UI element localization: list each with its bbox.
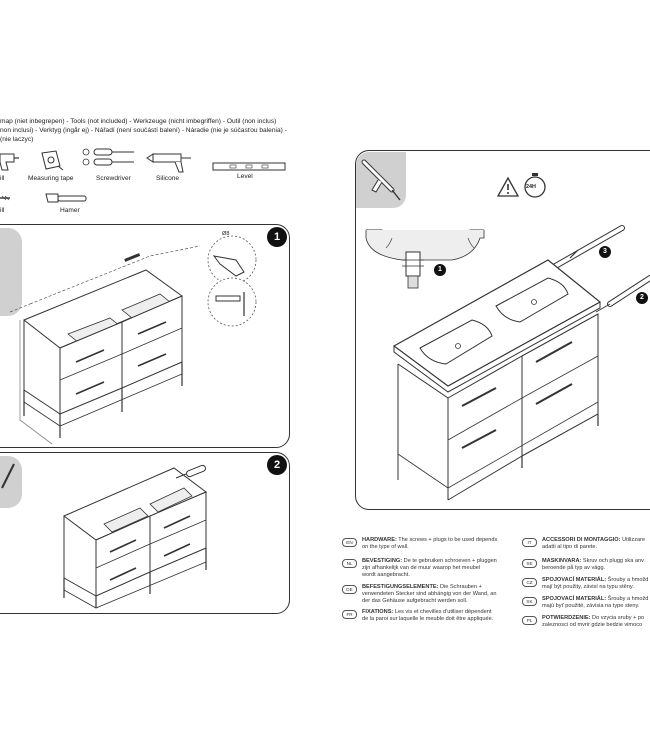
measuring-tape-icon (41, 150, 64, 171)
lang-it-title: ACCESSORI DI MONTAGGIO: (542, 537, 621, 543)
lang-code-se: SE (522, 559, 537, 568)
hammer-icon (45, 193, 87, 203)
lang-de-line2: verwendeten Stecker sind abhängig von de… (362, 591, 497, 597)
step1-cabinet-drawing (9, 235, 257, 445)
silicone-gun-tab-icon (361, 159, 401, 201)
lang-sk-line1: Šrouby a hmožd (606, 596, 649, 602)
lang-nl-line3: wordt aangebracht. (362, 572, 410, 578)
timer-label: 24H (526, 184, 536, 190)
lang-se-line2: beroende på typ av vägg. (542, 565, 606, 571)
level-icon (212, 162, 286, 171)
lang-pl-line2: zaleznosci od mvrir gdzie bedzie vimoco (542, 622, 643, 628)
lang-nl-line2: zijn afhankelijk van de muur waarop het … (362, 565, 481, 571)
step1-number: 1 (267, 227, 287, 247)
lang-code-en: EN (342, 538, 357, 547)
lang-code-cz: CZ (522, 578, 537, 587)
lang-en-title: HARDWARE: (362, 537, 397, 543)
screwdriver-icon (82, 148, 134, 166)
drill-size-label: Ø8 (222, 231, 230, 237)
lang-pl-title: POTWIERDZENIE: (542, 615, 591, 621)
callout-1: 1 (434, 264, 446, 276)
lang-code-fr: FR (342, 610, 357, 619)
lang-cz-title: SPOJOVACÍ MATERIÁL: (542, 577, 607, 583)
lang-code-nl: NL (342, 559, 357, 568)
hammer-label: Hamer (60, 207, 80, 214)
lang-code-it: IT (522, 538, 537, 547)
lang-de-line1: Die Schrauben + (438, 584, 482, 590)
lang-nl-line1: De te gebruiken schroeven + pluggen (402, 558, 497, 564)
lang-de-title: BEFESTIGUNGSELEMENTE: (362, 584, 439, 590)
lang-it-line2: adatti al tipo di parete. (542, 544, 598, 550)
drill-icon (0, 153, 19, 171)
drill2-label: ill (0, 207, 5, 214)
lang-sk-line2: majú byť použité, závisia na type steny. (542, 603, 640, 609)
lang-de-line3: der das Gehäuse aufgebracht werden soll. (362, 598, 468, 604)
lang-it-line1: Utilizzare (620, 537, 646, 543)
callout-2: 2 (636, 292, 648, 304)
lang-sk-title: SPOJOVACÍ MATERIÁL: (542, 596, 607, 602)
lang-en-line1: The screws + plugs to be used depends (396, 537, 498, 543)
lang-se-title: MASKINVARA: (542, 558, 582, 564)
silicone-label: Silicone (156, 175, 180, 182)
screw-icon (1, 463, 15, 489)
lang-pl-line1: Do vzycia sruby + po (590, 615, 645, 621)
tools-header-line1: map (niet inbegrepen) - Tools (not inclu… (0, 118, 277, 125)
drill-bit-icon (0, 195, 10, 201)
tools-header-line2: non inclusi) - Verktyg (ingår ej) - Nářa… (0, 127, 287, 134)
lang-se-line1: Skruv och plugg ska anv (581, 558, 644, 564)
lang-fr-line1: Les vis et chevilles d'utiliser dépenden… (393, 609, 492, 615)
lang-fr-title: FIXATIONS: (362, 609, 394, 615)
lang-cz-line2: mají být použity, závisí na typu stěny. (542, 584, 634, 590)
screwdriver-label: Screwdriver (96, 175, 131, 182)
lang-nl-title: BEVESTIGING: (362, 558, 403, 564)
level-label: Level (237, 173, 253, 180)
step2-number: 2 (267, 455, 287, 475)
lang-fr-line2: de la paroi sur laquelle le meuble doit … (362, 616, 494, 622)
lang-code-sk: SK (522, 597, 537, 606)
warning-icon (496, 176, 520, 197)
callout-3: 3 (599, 246, 611, 258)
silicone-gun-icon (146, 153, 191, 173)
step2-side-tab (0, 456, 22, 508)
tools-header-line3: (nie laczyc) (0, 136, 34, 143)
sink-drawing (365, 225, 650, 501)
measuring-tape-label: Measuring tape (28, 175, 74, 182)
lang-code-pl: PL (522, 616, 537, 625)
step2-cabinet-drawing (63, 464, 207, 609)
lang-cz-line1: Šrouby a hmožd (606, 577, 649, 583)
drill-label: ill (0, 175, 5, 182)
lang-en-line2: on the type of wall. (362, 544, 409, 550)
timer-icon (524, 173, 546, 198)
lang-code-de: DE (342, 585, 357, 594)
step1-side-tab (0, 228, 22, 316)
